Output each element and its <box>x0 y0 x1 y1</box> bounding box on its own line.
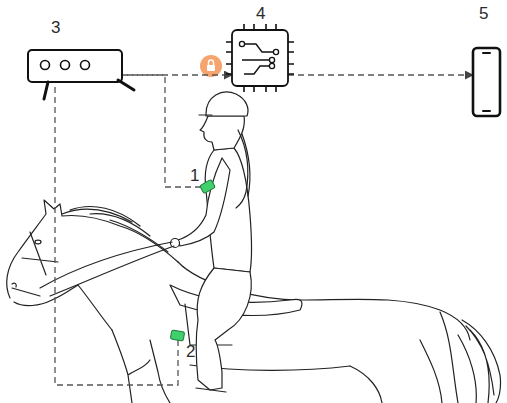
reins <box>40 242 174 296</box>
encryption-lock <box>200 55 222 77</box>
device-light <box>81 61 90 70</box>
horse-hind-legs <box>350 312 458 403</box>
horse-front-legs <box>112 330 170 403</box>
chip-via <box>273 49 278 54</box>
device-antenna <box>44 80 134 99</box>
rider-leg <box>196 268 251 390</box>
device-light <box>41 61 50 70</box>
lock-badge <box>200 55 222 77</box>
callout-number: 2 <box>186 342 195 362</box>
sensor-tag: 2 <box>171 331 184 340</box>
chip-via <box>269 57 274 62</box>
device-body <box>28 50 122 82</box>
transmitter-box: 3 <box>28 50 122 82</box>
callout-number: 5 <box>479 4 488 24</box>
dashed-connector <box>122 74 232 75</box>
chip-body <box>232 30 288 86</box>
horse-mane <box>62 207 168 252</box>
horse-tail <box>458 320 501 403</box>
stirrup <box>196 388 226 392</box>
callout-number: 1 <box>190 166 199 186</box>
node-outline <box>171 331 184 340</box>
callout-number: 4 <box>256 4 265 24</box>
sensor-body <box>200 179 216 193</box>
chip-via <box>239 41 244 46</box>
lock-shackle <box>209 60 214 65</box>
phone-detail <box>483 53 490 111</box>
chip-via <box>269 63 274 68</box>
rider-helmet <box>206 92 248 116</box>
helmet-brim <box>199 114 212 115</box>
lock-body <box>207 65 215 71</box>
chip-circuit <box>242 44 276 74</box>
node-outline <box>28 50 122 82</box>
node-outline <box>232 30 288 86</box>
sensor-tag: 1 <box>201 182 214 191</box>
horse-throat <box>14 285 112 330</box>
processor-chip: 4 <box>232 30 288 86</box>
dashed-connector <box>55 82 178 385</box>
rider-arm <box>178 158 230 246</box>
phone-body <box>473 48 500 116</box>
rider-face <box>200 116 244 150</box>
horse-eye <box>35 240 41 244</box>
horse-bridle <box>12 232 58 296</box>
horse-head-neck <box>7 200 178 298</box>
device-light <box>61 61 70 70</box>
sensor-body <box>170 330 184 341</box>
node-outline <box>473 48 500 116</box>
node-outline <box>201 182 214 191</box>
rider-ponytail <box>236 130 250 208</box>
callout-number: 3 <box>51 18 60 38</box>
smartphone: 5 <box>473 48 500 116</box>
horse-nostril <box>12 283 16 287</box>
dashed-connector <box>122 75 201 187</box>
chip-pins <box>226 24 294 92</box>
horse-sketch <box>7 200 501 403</box>
rider-sketch <box>40 92 302 392</box>
dashed-connector <box>288 74 473 75</box>
